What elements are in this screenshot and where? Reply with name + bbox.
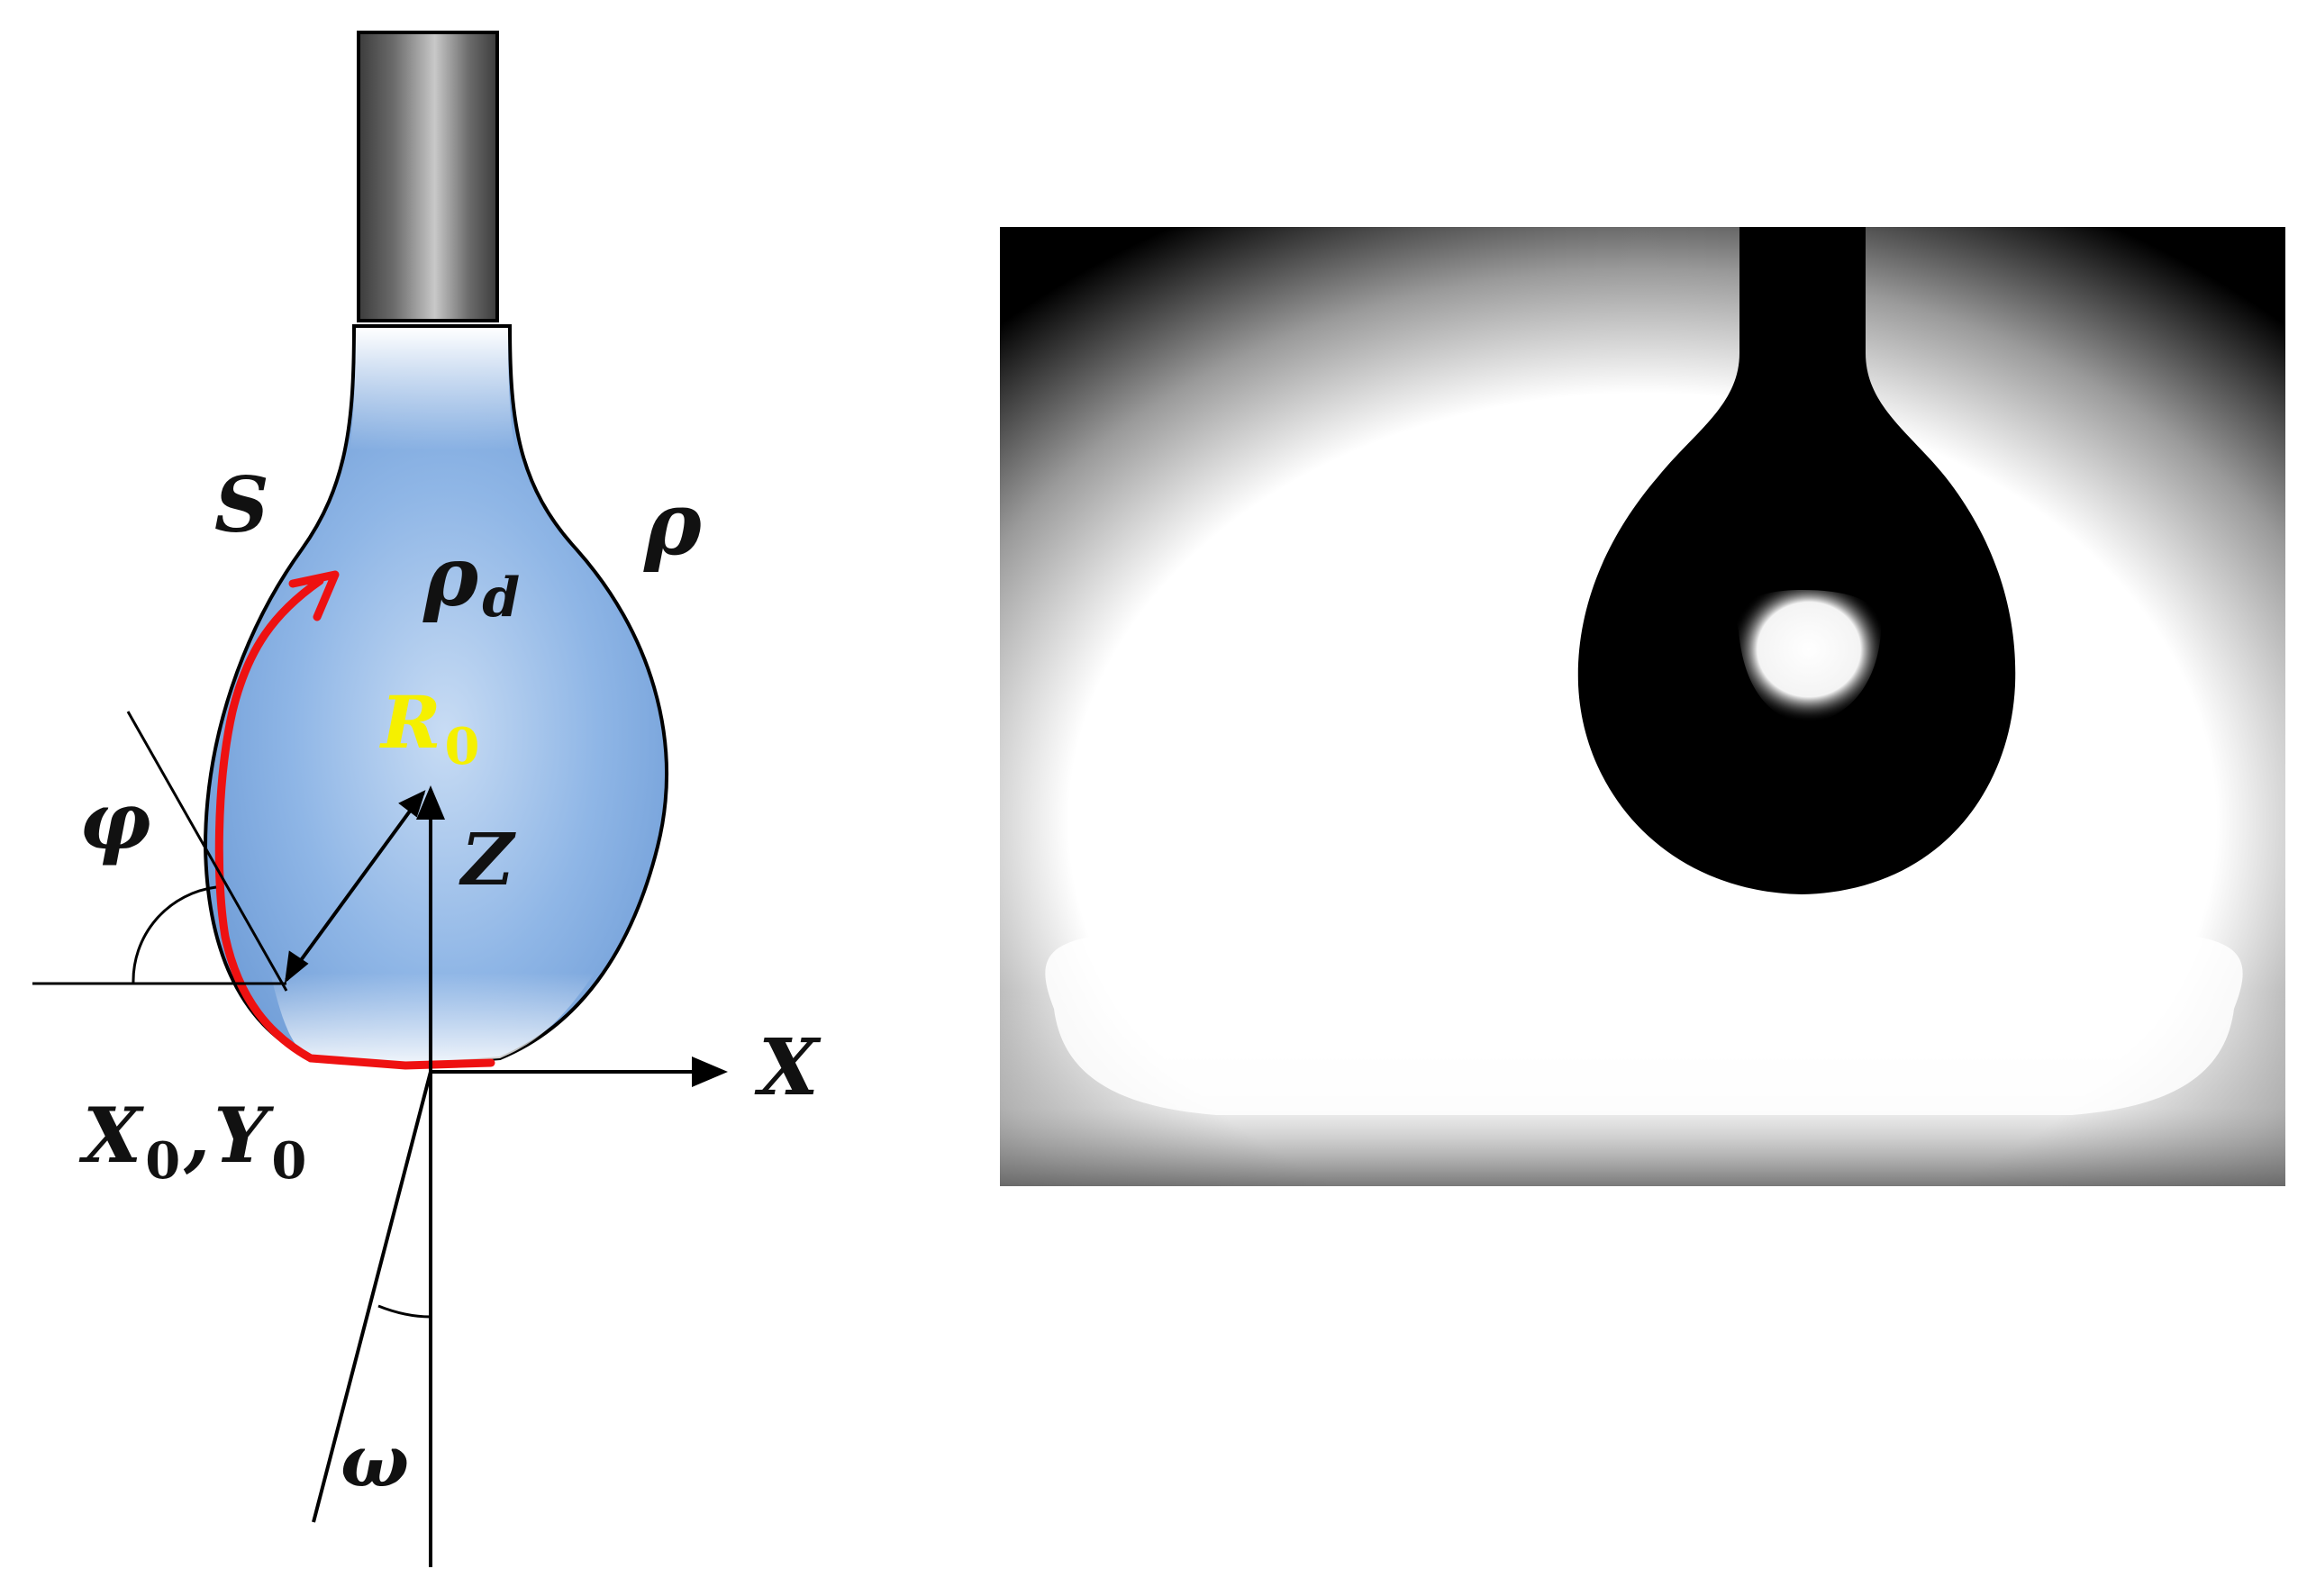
label-rho-d: ρ d [422, 528, 520, 630]
omega-angle-arc [377, 1304, 431, 1319]
label-z: Z [459, 817, 516, 902]
arc-length-path [214, 576, 495, 1070]
radius-arrowhead-top [398, 790, 426, 818]
photo-highlight [1737, 590, 1882, 722]
phi-angle-arc [132, 885, 217, 984]
label-x0-y0: X 0 , Y 0 [78, 1091, 306, 1191]
drop-photograph [1000, 227, 2285, 1186]
label-omega: ω [341, 1419, 409, 1503]
tilt-line [312, 1071, 432, 1523]
drop-top-fade [350, 328, 515, 450]
radius-line [285, 791, 425, 982]
x-axis-arrowhead [692, 1056, 728, 1087]
label-phi: φ [79, 774, 151, 867]
needle [357, 31, 499, 322]
label-s: S [214, 460, 269, 549]
schematic: S ρ ρ d R 0 Z X φ ω X 0 , Y 0 [32, 31, 822, 1567]
label-x: X [754, 1022, 822, 1113]
photo-ledge [1045, 937, 2243, 1115]
label-r0: R 0 [379, 680, 479, 776]
z-axis-arrowhead [416, 785, 445, 820]
tangent-line [126, 711, 288, 992]
arc-arrowhead [288, 570, 340, 621]
photo-drop [1577, 227, 2016, 894]
radius-arrowhead-bottom [285, 950, 309, 984]
label-rho: ρ [643, 473, 703, 575]
